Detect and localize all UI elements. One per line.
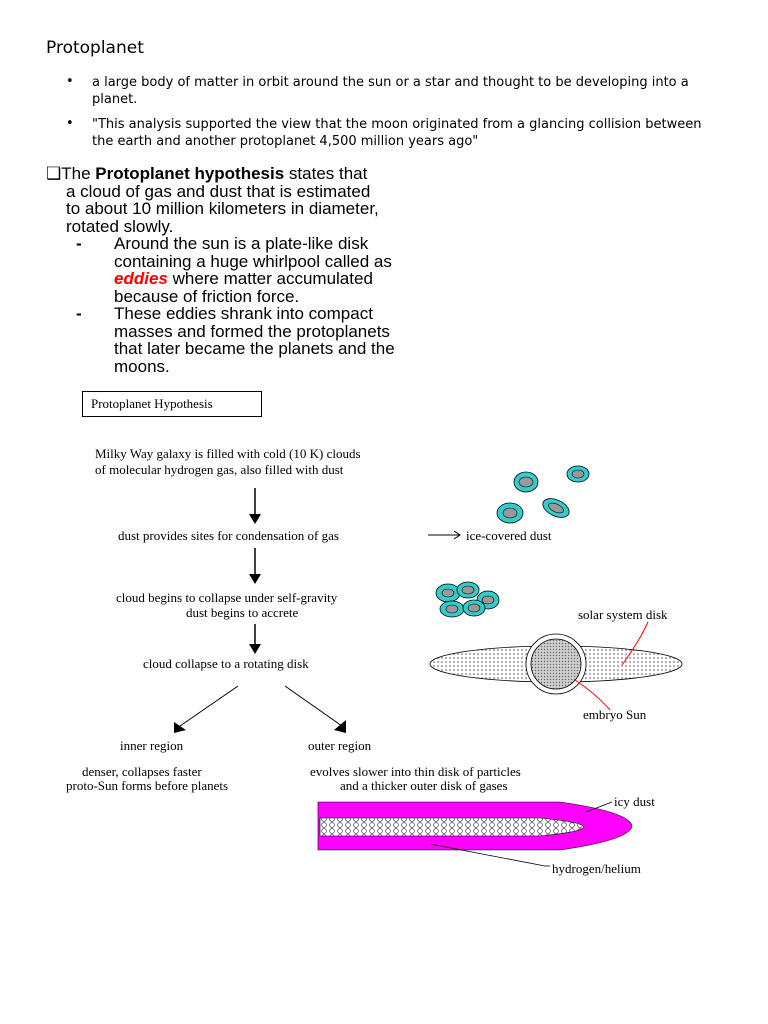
bullet-marker: • <box>66 116 74 131</box>
sub2-line-1: These eddies shrank into compact <box>114 304 373 323</box>
dash-marker: - <box>76 304 82 323</box>
down-arrow-icon <box>249 548 261 584</box>
step1-line1: Milky Way galaxy is filled with cold (10… <box>95 446 361 461</box>
embryo-label: embryo Sun <box>583 707 647 722</box>
accreting-dust-icon <box>435 581 500 618</box>
checkbox-icon: ❑ <box>46 164 62 183</box>
icy-dust-label: icy dust <box>614 794 655 809</box>
sub1-line-3-text: where matter accumulated <box>167 269 373 288</box>
outer-disk-icon <box>317 801 633 867</box>
intro-post: states that <box>284 164 368 183</box>
bullet-text-1: a large body of matter in orbit around t… <box>92 75 689 107</box>
outer-region-label: outer region <box>308 738 372 753</box>
hypothesis-name: Protoplanet hypothesis <box>95 164 285 183</box>
intro-pre: The <box>61 164 96 183</box>
bullet-marker: • <box>66 74 74 89</box>
down-arrow-icon <box>249 624 261 654</box>
hydrogen-label: hydrogen/helium <box>552 861 641 876</box>
split-arrow-right-icon <box>284 685 346 733</box>
dash-marker: - <box>76 234 82 253</box>
sub1-line-4: because of friction force. <box>114 286 300 306</box>
ice-covered-dust-icon <box>496 465 590 524</box>
bullet-text-2: "This analysis supported the view that t… <box>92 117 702 149</box>
sub-point-1: - Around the sun is a plate-like disk co… <box>46 235 526 305</box>
hypothesis-line-4: rotated slowly. <box>66 216 174 236</box>
sub2-line-3: that later became the planets and the <box>114 339 395 358</box>
sub-point-2: - These eddies shrank into compact masse… <box>46 305 526 375</box>
hypothesis-line-1: ❑The Protoplanet hypothesis states that <box>46 165 526 183</box>
solar-system-disk-icon <box>429 621 683 711</box>
inner-desc-line2: proto-Sun forms before planets <box>66 778 229 793</box>
outer-desc-line2: and a thicker outer disk of gases <box>340 778 508 793</box>
step3-line2: dust begins to accrete <box>186 605 299 620</box>
down-arrow-icon <box>249 488 261 524</box>
step1-line2: of molecular hydrogen gas, also filled w… <box>95 462 344 477</box>
inner-region-label: inner region <box>120 738 184 753</box>
sub1-line-1: Around the sun is a plate-like disk <box>114 234 369 253</box>
sub2-line-2: masses and formed the protoplanets <box>114 321 390 341</box>
hypothesis-line-3: to about 10 million kilometers in diamet… <box>66 199 379 218</box>
solar-disk-label: solar system disk <box>578 607 668 622</box>
step4: cloud collapse to a rotating disk <box>143 656 309 671</box>
diagram-title-box: Protoplanet Hypothesis <box>82 391 262 417</box>
hypothesis-line-2: a cloud of gas and dust that is estimate… <box>66 181 371 201</box>
step3-line1: cloud begins to collapse under self-grav… <box>116 590 338 605</box>
inner-desc-line1: denser, collapses faster <box>82 764 202 779</box>
step2-left: dust provides sites for condensation of … <box>118 528 339 543</box>
sub1-line-2: containing a huge whirlpool called as <box>114 251 392 271</box>
hypothesis-block: ❑The Protoplanet hypothesis states that … <box>46 165 526 375</box>
sub2-line-4: moons. <box>114 356 170 376</box>
split-arrow-left-icon <box>174 685 239 733</box>
step2-right: ice-covered dust <box>466 528 552 543</box>
sub1-line-3: eddies where matter accumulated <box>114 270 526 288</box>
outer-desc-line1: evolves slower into thin disk of particl… <box>310 764 521 779</box>
eddies-term: eddies <box>114 269 168 288</box>
page-title: Protoplanet <box>46 38 144 58</box>
right-arrow-icon <box>428 530 461 540</box>
